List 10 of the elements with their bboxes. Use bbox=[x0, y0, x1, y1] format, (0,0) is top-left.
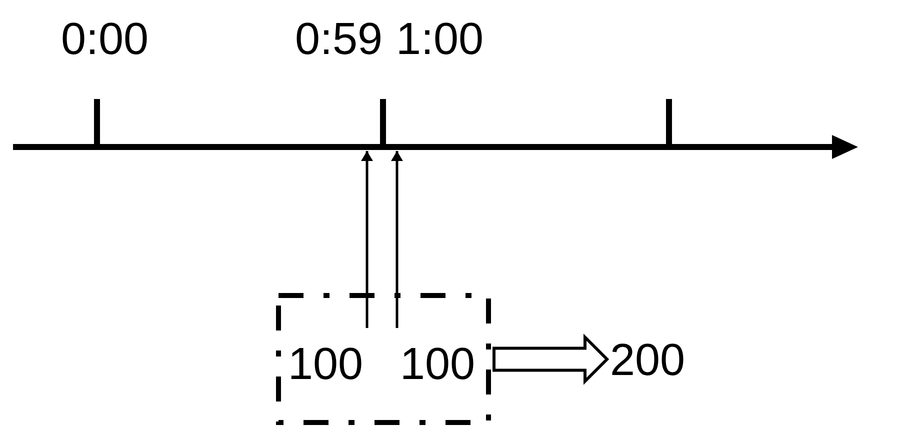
time-label: 0:00 bbox=[61, 16, 149, 61]
time-label: 0:59 bbox=[295, 16, 383, 61]
time-label: 1:00 bbox=[396, 16, 484, 61]
arrow bbox=[361, 151, 373, 328]
arrow bbox=[391, 151, 403, 328]
value-text: 100 bbox=[392, 328, 478, 386]
value-text: 100 bbox=[286, 328, 372, 386]
dash-dot-frame bbox=[276, 293, 491, 425]
sum-text: 200 bbox=[610, 337, 686, 382]
block-arrow bbox=[492, 334, 610, 385]
